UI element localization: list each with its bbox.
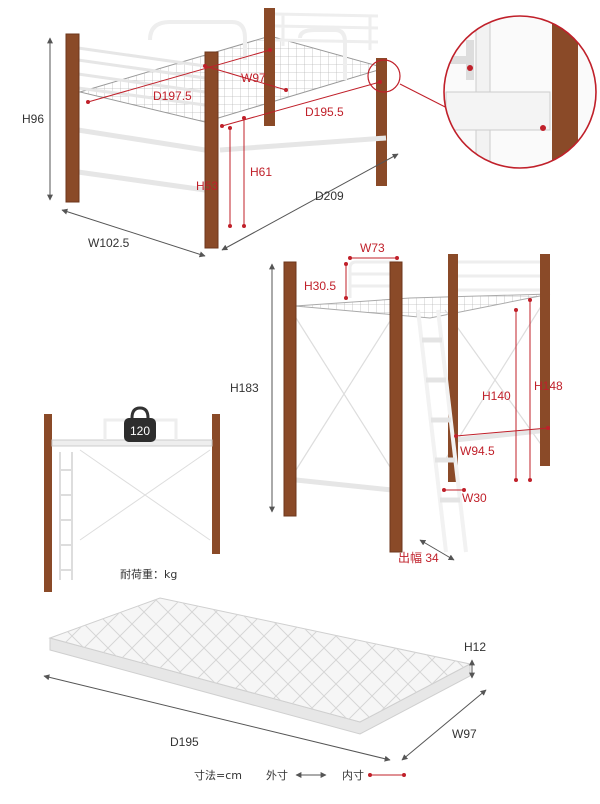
mattress-width-label: W97	[452, 727, 477, 741]
front-left-post	[65, 33, 80, 203]
small-right-post	[212, 414, 220, 554]
mattress-depth-line	[43, 674, 391, 762]
loft-guard	[348, 260, 399, 298]
small-ladder	[59, 452, 73, 580]
legend: 寸法=cm 外寸 内寸	[194, 768, 406, 782]
loft-bed-diagram: H183 出幅 34 W73 H30.5 H140 H148 W94.5 W30	[230, 241, 563, 565]
loft-dim-guard-height-label: H30.5	[304, 279, 336, 293]
small-braces	[79, 449, 211, 541]
loft-ladder-projection-line	[419, 539, 455, 561]
weight-handle-icon	[130, 406, 150, 419]
dim-width-line	[61, 208, 206, 258]
back-left-post	[264, 8, 275, 126]
loft-dim-inner-width-label: W94.5	[460, 444, 495, 458]
mattress-diagram: H12 D195 W97	[43, 597, 487, 762]
lower-rails	[77, 127, 387, 193]
front-right-post	[204, 51, 219, 249]
loft-platform-mesh	[294, 293, 551, 319]
loft-cross-braces	[295, 299, 546, 471]
loft-dim-h140-label: H140	[482, 389, 511, 403]
loft-lower-rails	[295, 427, 549, 493]
dim-inner-depth-rail-label: D197.5	[153, 89, 192, 103]
small-left-post	[44, 414, 52, 592]
top-bed-diagram: H96 W102.5 D209 D197.5 W97 D195.5 H53 H6…	[22, 8, 456, 258]
dim-height-label: H96	[22, 112, 44, 126]
dim-h53-label: H53	[196, 179, 218, 193]
loft-ladder-rails	[416, 309, 468, 553]
side-guard	[148, 20, 247, 60]
loft-dim-ladder-width-label: W30	[462, 491, 487, 505]
legend-inner: 内寸	[342, 768, 364, 782]
load-value: 120	[130, 424, 150, 438]
loft-dim-height-label: H183	[230, 381, 259, 395]
loft-front-left-post	[283, 261, 297, 517]
loft-back-right-post	[540, 254, 550, 466]
load-caption: 耐荷重：kg	[120, 567, 177, 581]
mattress-depth-label: D195	[170, 735, 199, 749]
loft-dim-guard-width-label: W73	[360, 241, 385, 255]
loft-back-left-post	[448, 254, 458, 482]
legend-outer: 外寸	[266, 768, 288, 782]
mattress-height-label: H12	[464, 640, 486, 654]
loft-dim-inner-width	[454, 426, 550, 438]
mattress-width-line	[401, 689, 487, 761]
joint-detail-zoom	[443, 15, 597, 169]
loft-ladder-projection-label: 出幅 34	[398, 550, 439, 565]
detail-callout-ring	[367, 59, 401, 93]
loft-headboard	[458, 260, 540, 292]
back-headboard	[274, 12, 379, 50]
dim-depth-label: D209	[315, 189, 344, 203]
dim-inner-depth-bed-label: D195.5	[305, 105, 344, 119]
dim-width-label: W102.5	[88, 236, 130, 250]
dim-h61-label: H61	[250, 165, 272, 179]
dim-inner-depth-bed	[220, 80, 382, 128]
load-rating-diagram: 120 耐荷重：kg	[44, 406, 220, 592]
loft-dim-h148-label: H148	[534, 379, 563, 393]
back-right-post	[376, 58, 387, 186]
loft-front-right-post	[389, 261, 403, 553]
side-guard-2	[298, 28, 347, 80]
loft-ladder-steps	[422, 337, 460, 503]
legend-unit: 寸法=cm	[194, 768, 242, 782]
dim-inner-width-label: W97	[241, 71, 266, 85]
dim-depth-line	[221, 153, 399, 251]
weight-icon	[124, 418, 156, 442]
dim-inner-depth-rail	[86, 48, 272, 104]
